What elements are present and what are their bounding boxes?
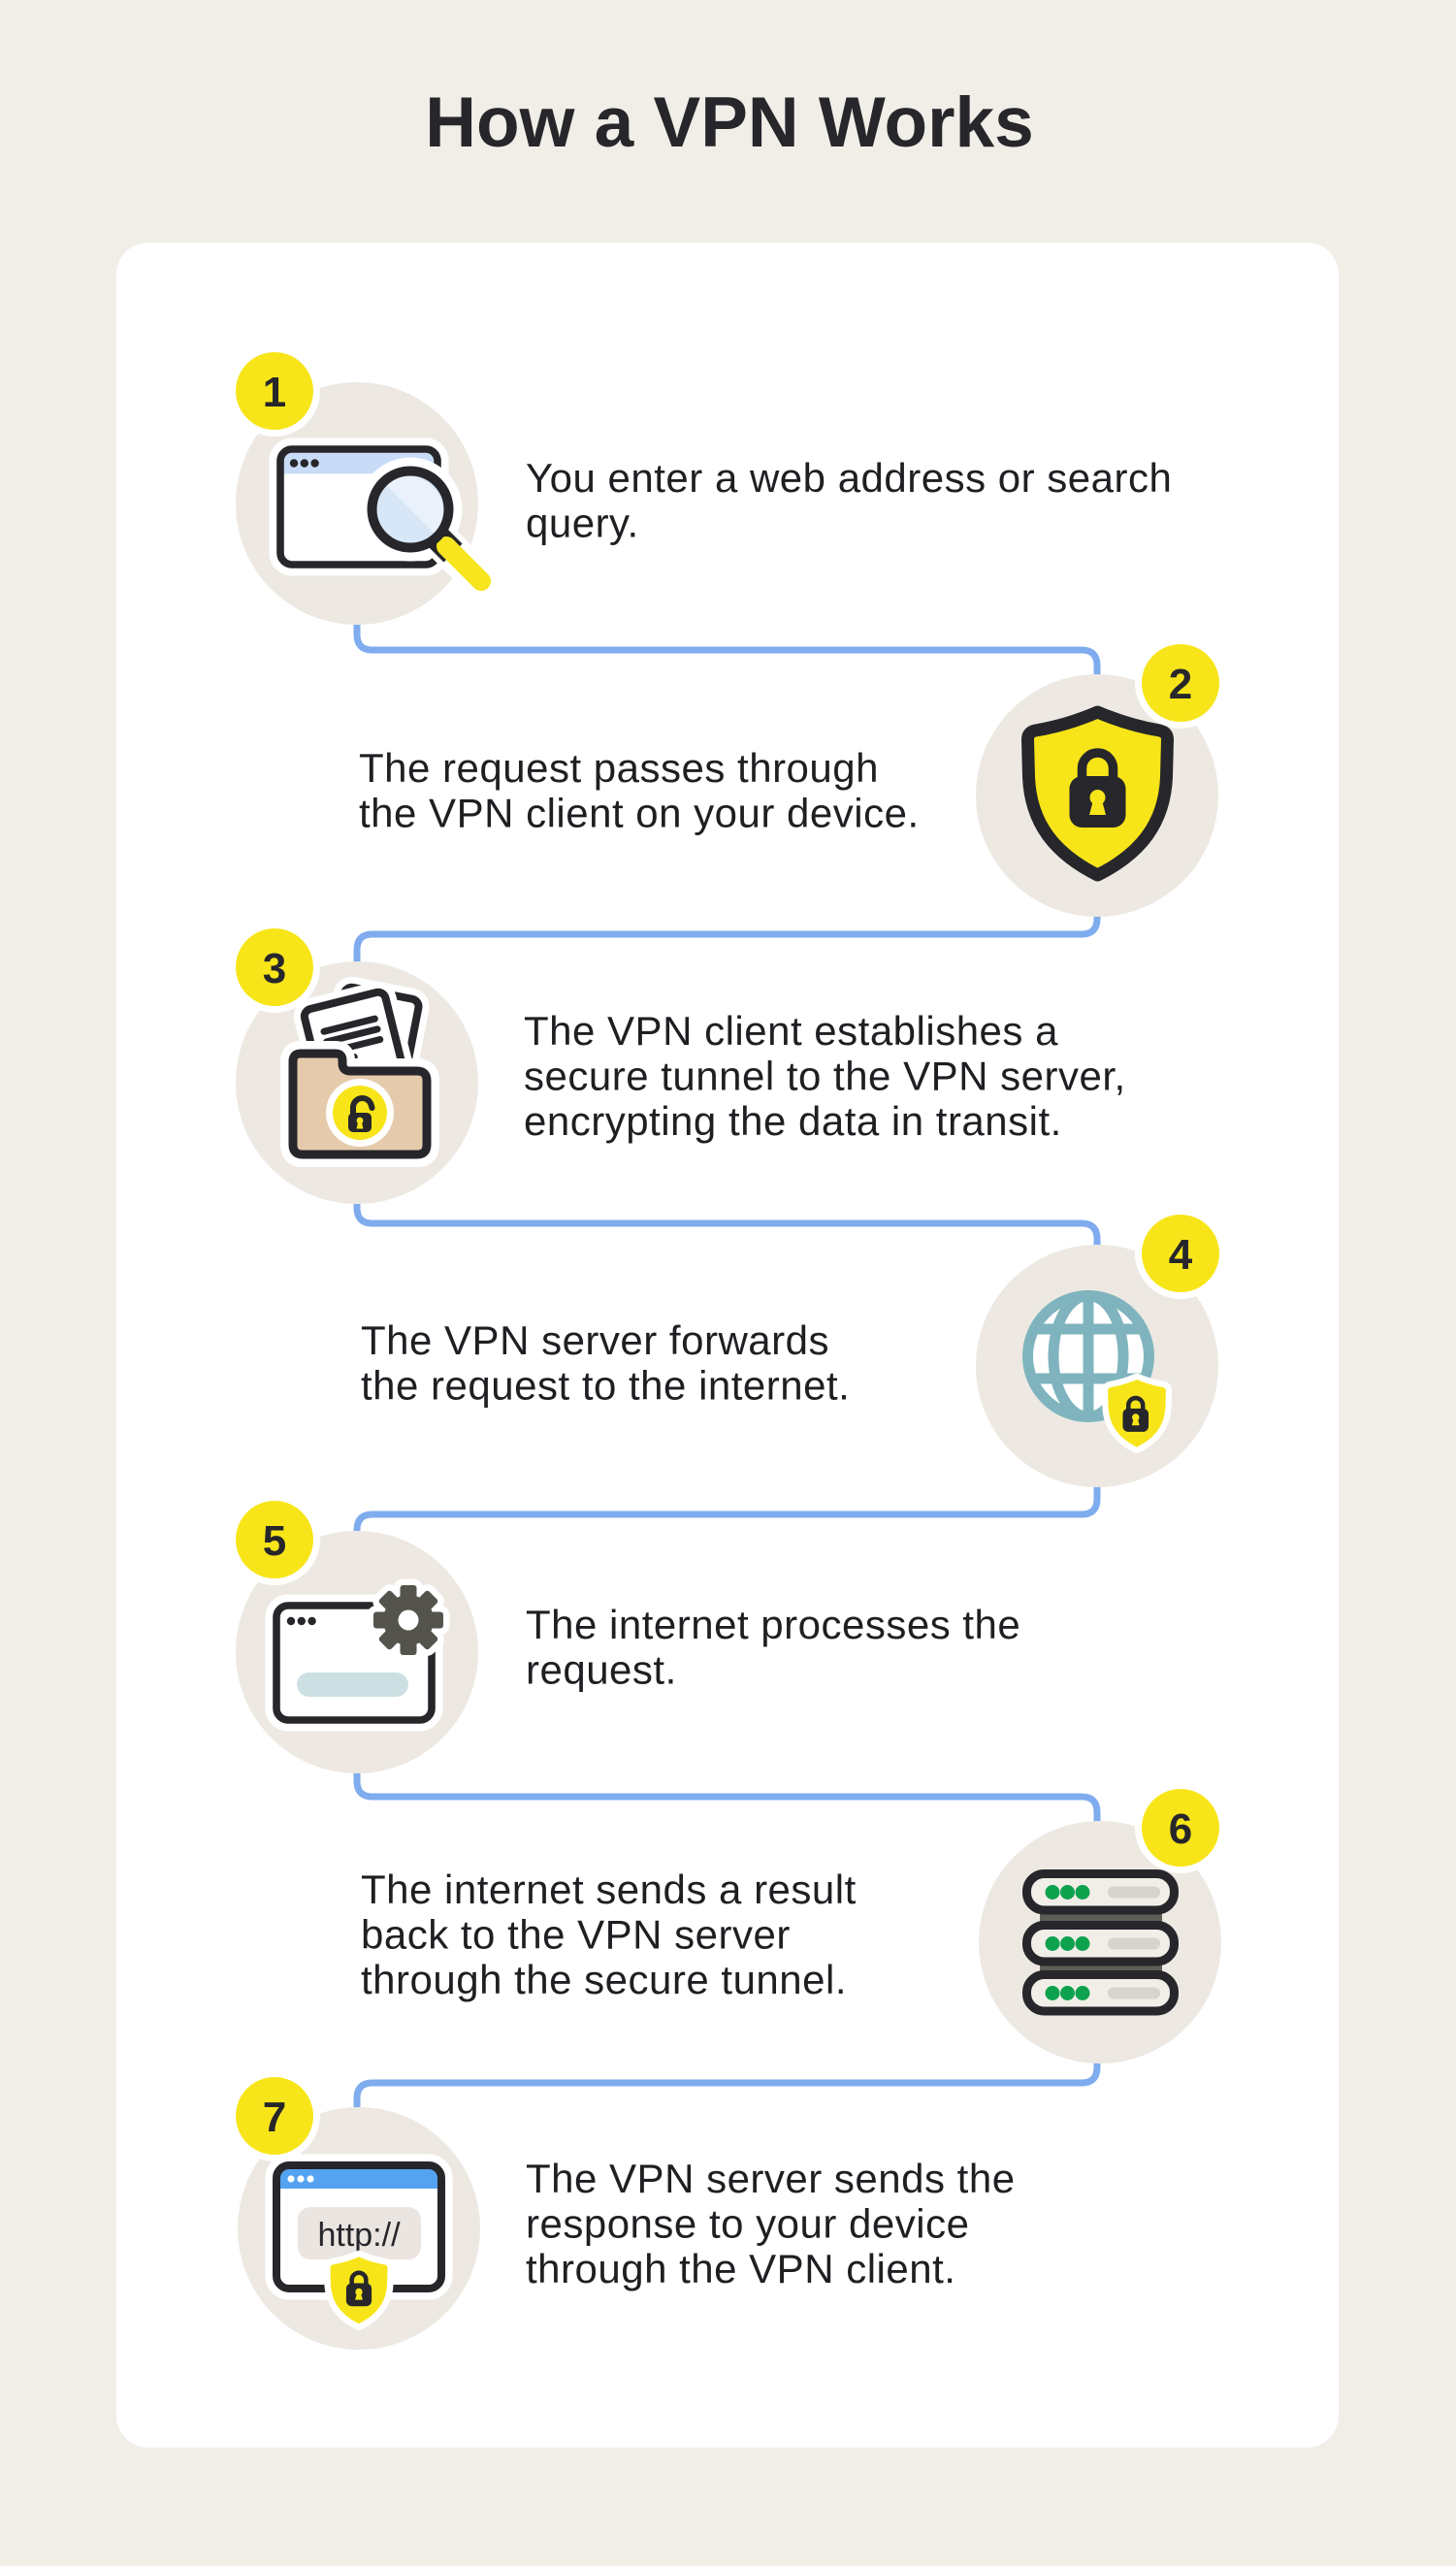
svg-text:3: 3 [263, 945, 286, 992]
svg-text:6: 6 [1169, 1805, 1192, 1853]
svg-text:4: 4 [1169, 1231, 1193, 1279]
svg-text:http://: http:// [317, 2217, 401, 2254]
svg-text:How a VPN Works: How a VPN Works [425, 83, 1033, 162]
svg-text:7: 7 [263, 2094, 286, 2141]
svg-text:5: 5 [263, 1517, 286, 1565]
svg-text:2: 2 [1169, 661, 1192, 708]
svg-text:1: 1 [263, 369, 286, 416]
